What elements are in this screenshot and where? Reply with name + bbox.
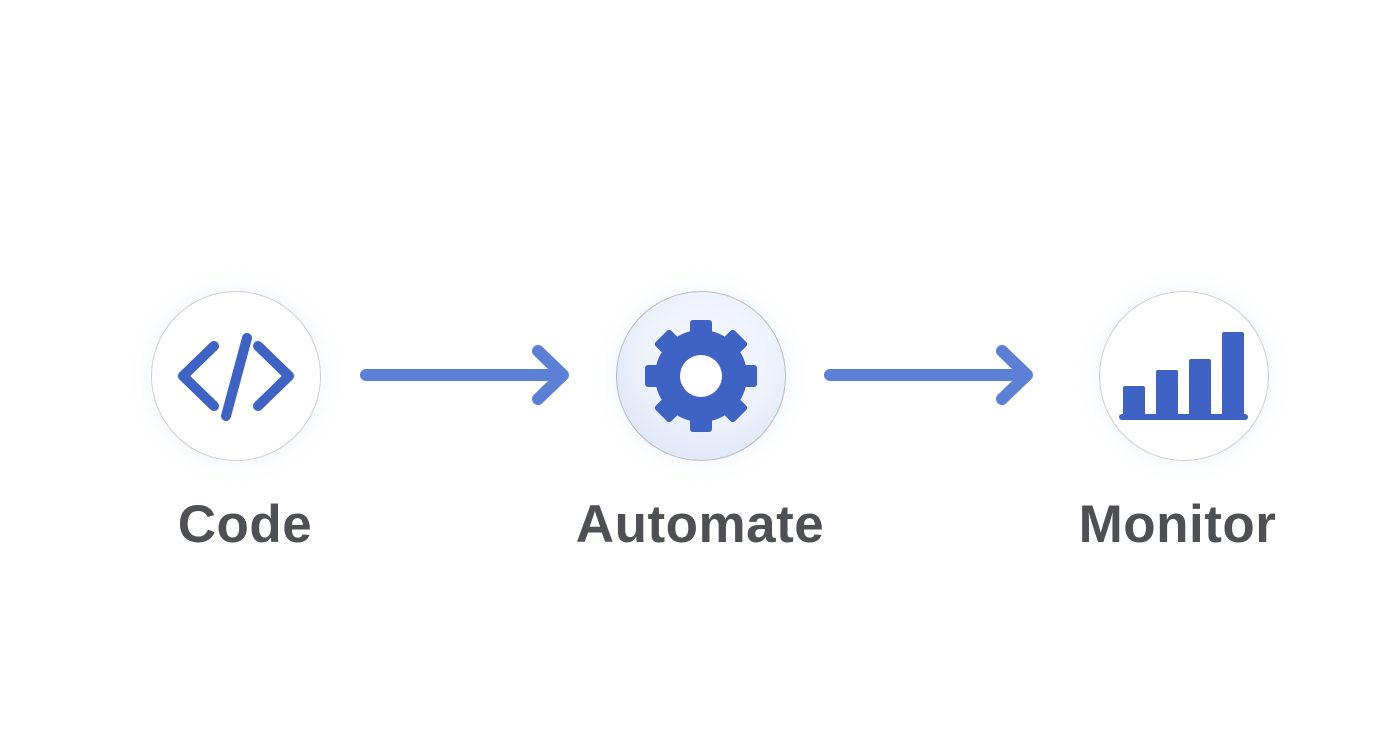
gear-icon [645,320,757,432]
bar-chart-icon [1119,332,1248,420]
step-label-monitor: Monitor [1078,495,1277,554]
code-brackets-icon [178,333,294,421]
code-step-circle [151,291,321,461]
step-label-automate: Automate [575,495,825,554]
monitor-step-circle [1099,291,1269,461]
arrow-right-icon [824,345,1033,405]
arrow-right-icon [360,345,569,405]
automate-step-circle [616,291,786,461]
step-label-code: Code [177,495,313,554]
